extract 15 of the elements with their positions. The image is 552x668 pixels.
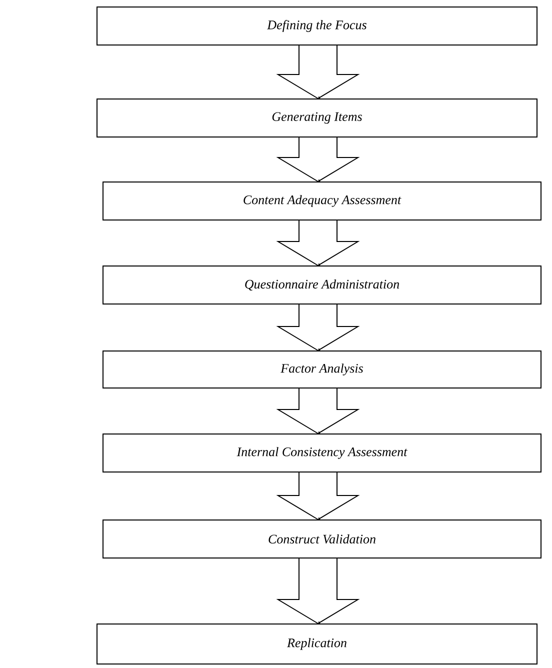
process-box: Construct Validation	[102, 520, 542, 558]
process-box: Generating Items	[96, 98, 538, 138]
process-box: Factor Analysis	[102, 350, 542, 388]
block-arrow	[276, 558, 360, 624]
block-arrow	[276, 388, 360, 434]
block-arrow	[276, 472, 360, 520]
block-arrow	[276, 220, 360, 266]
block-arrow	[276, 304, 360, 351]
block-arrow	[276, 137, 360, 182]
process-box: Content Adequacy Assessment	[102, 182, 542, 220]
block-arrow	[276, 45, 360, 99]
process-box: Replication	[96, 624, 538, 664]
process-box: Internal Consistency Assessment	[102, 434, 542, 472]
process-box: Defining the Focus	[96, 6, 538, 46]
process-box: Questionnaire Administration	[102, 266, 542, 304]
